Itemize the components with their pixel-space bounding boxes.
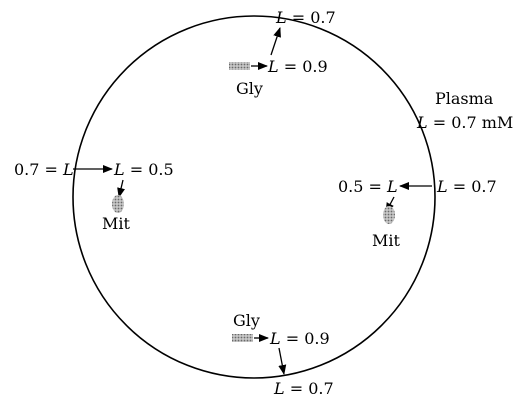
top-outside-label: L = 0.7 xyxy=(275,8,336,27)
left-outside-label: 0.7 = L xyxy=(14,160,74,179)
top-gly-label: Gly xyxy=(236,79,263,98)
bottom-inside-label: L = 0.9 xyxy=(269,329,330,348)
cell-membrane-circle xyxy=(72,15,436,379)
top-inside-label: L = 0.9 xyxy=(267,57,328,76)
plasma-lactate-label: L = 0.7 mM xyxy=(416,113,513,132)
top-efflux-arrow xyxy=(270,27,281,56)
bottom-outside-label: L = 0.7 xyxy=(273,379,334,398)
right-mitochondrion xyxy=(383,206,395,224)
bottom-glycogen-granule xyxy=(232,334,253,342)
top-glycogen-granule xyxy=(229,62,250,70)
bottom-gly-label: Gly xyxy=(233,311,260,330)
left-mit-label: Mit xyxy=(102,214,131,233)
right-inside-label: 0.5 = L xyxy=(338,177,398,196)
left-inside-label: L = 0.5 xyxy=(113,160,174,179)
left-mitochondrion xyxy=(112,195,124,213)
bottom-efflux-arrow xyxy=(278,347,287,375)
right-mit-label: Mit xyxy=(372,231,401,250)
plasma-label: Plasma xyxy=(435,89,494,108)
right-outside-label: L = 0.7 xyxy=(436,177,497,196)
left-uptake-arrow xyxy=(117,179,125,198)
